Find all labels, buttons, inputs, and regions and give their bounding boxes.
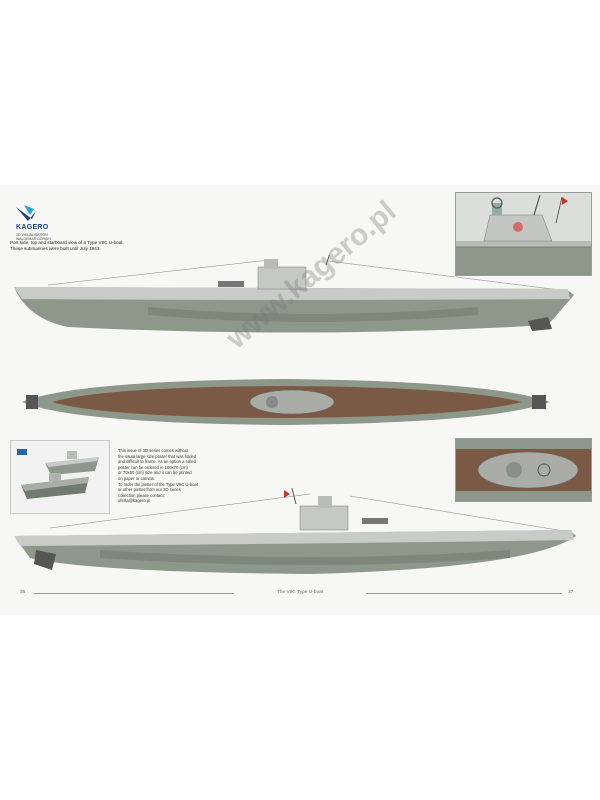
- conning-tower-detail-inset: [455, 192, 592, 276]
- poster-info-text: This issue of 3D series comes without th…: [118, 448, 228, 504]
- caption-line: Port side, top and starboard view of a T…: [10, 240, 124, 245]
- brand-name: KAGERO: [16, 224, 49, 231]
- blurb-line: To order the poster of the Type VIIC U-b…: [118, 481, 198, 487]
- right-page-number: 37: [568, 590, 574, 595]
- left-page-number: 36: [20, 590, 26, 595]
- port-side-profile: [14, 255, 574, 333]
- deck-detail-inset: [455, 438, 592, 502]
- conning-tower-illustration: [456, 193, 591, 275]
- deck-detail-illustration: [456, 439, 591, 501]
- brand-sub-line: 3D VISUALISATION: [16, 233, 48, 237]
- caption-line: These submarines were built until July 1…: [10, 246, 101, 251]
- 3d-views-inset: [10, 440, 110, 514]
- brand-sub: 3D VISUALISATION WALDEMAR GÓRSKI: [16, 233, 76, 241]
- footer-rule-right: [366, 593, 562, 594]
- 3d-boat-illustrations: [17, 449, 99, 499]
- blurb-line: or 70x50 (cm) size and it can be printed: [118, 470, 192, 476]
- starboard-side-profile: [14, 488, 576, 574]
- blurb-line: and difficult to frame. As an option a r…: [118, 459, 196, 465]
- kagero-bird-icon: [16, 205, 36, 221]
- brand-sub-line: WALDEMAR GÓRSKI: [16, 237, 51, 241]
- figure-caption: Port side, top and starboard view of a T…: [10, 240, 170, 252]
- footer-rule-left: [34, 593, 234, 594]
- blurb-line: the usual large size poster that was fol…: [118, 453, 197, 459]
- top-view: [22, 379, 550, 425]
- footer-title: The VIIC Type U-boat: [276, 590, 324, 595]
- blurb-line: poster can be ordered in 100x70 (cm): [118, 464, 188, 470]
- blurb-line: on paper or canvas.: [118, 475, 156, 481]
- blurb-line: collection please contact:: [118, 492, 165, 498]
- blurb-line: or other poster from our 3D series: [118, 487, 181, 493]
- blurb-line: This issue of 3D series comes without: [118, 448, 189, 453]
- blurb-email: oferta@kagero.pl: [118, 498, 151, 504]
